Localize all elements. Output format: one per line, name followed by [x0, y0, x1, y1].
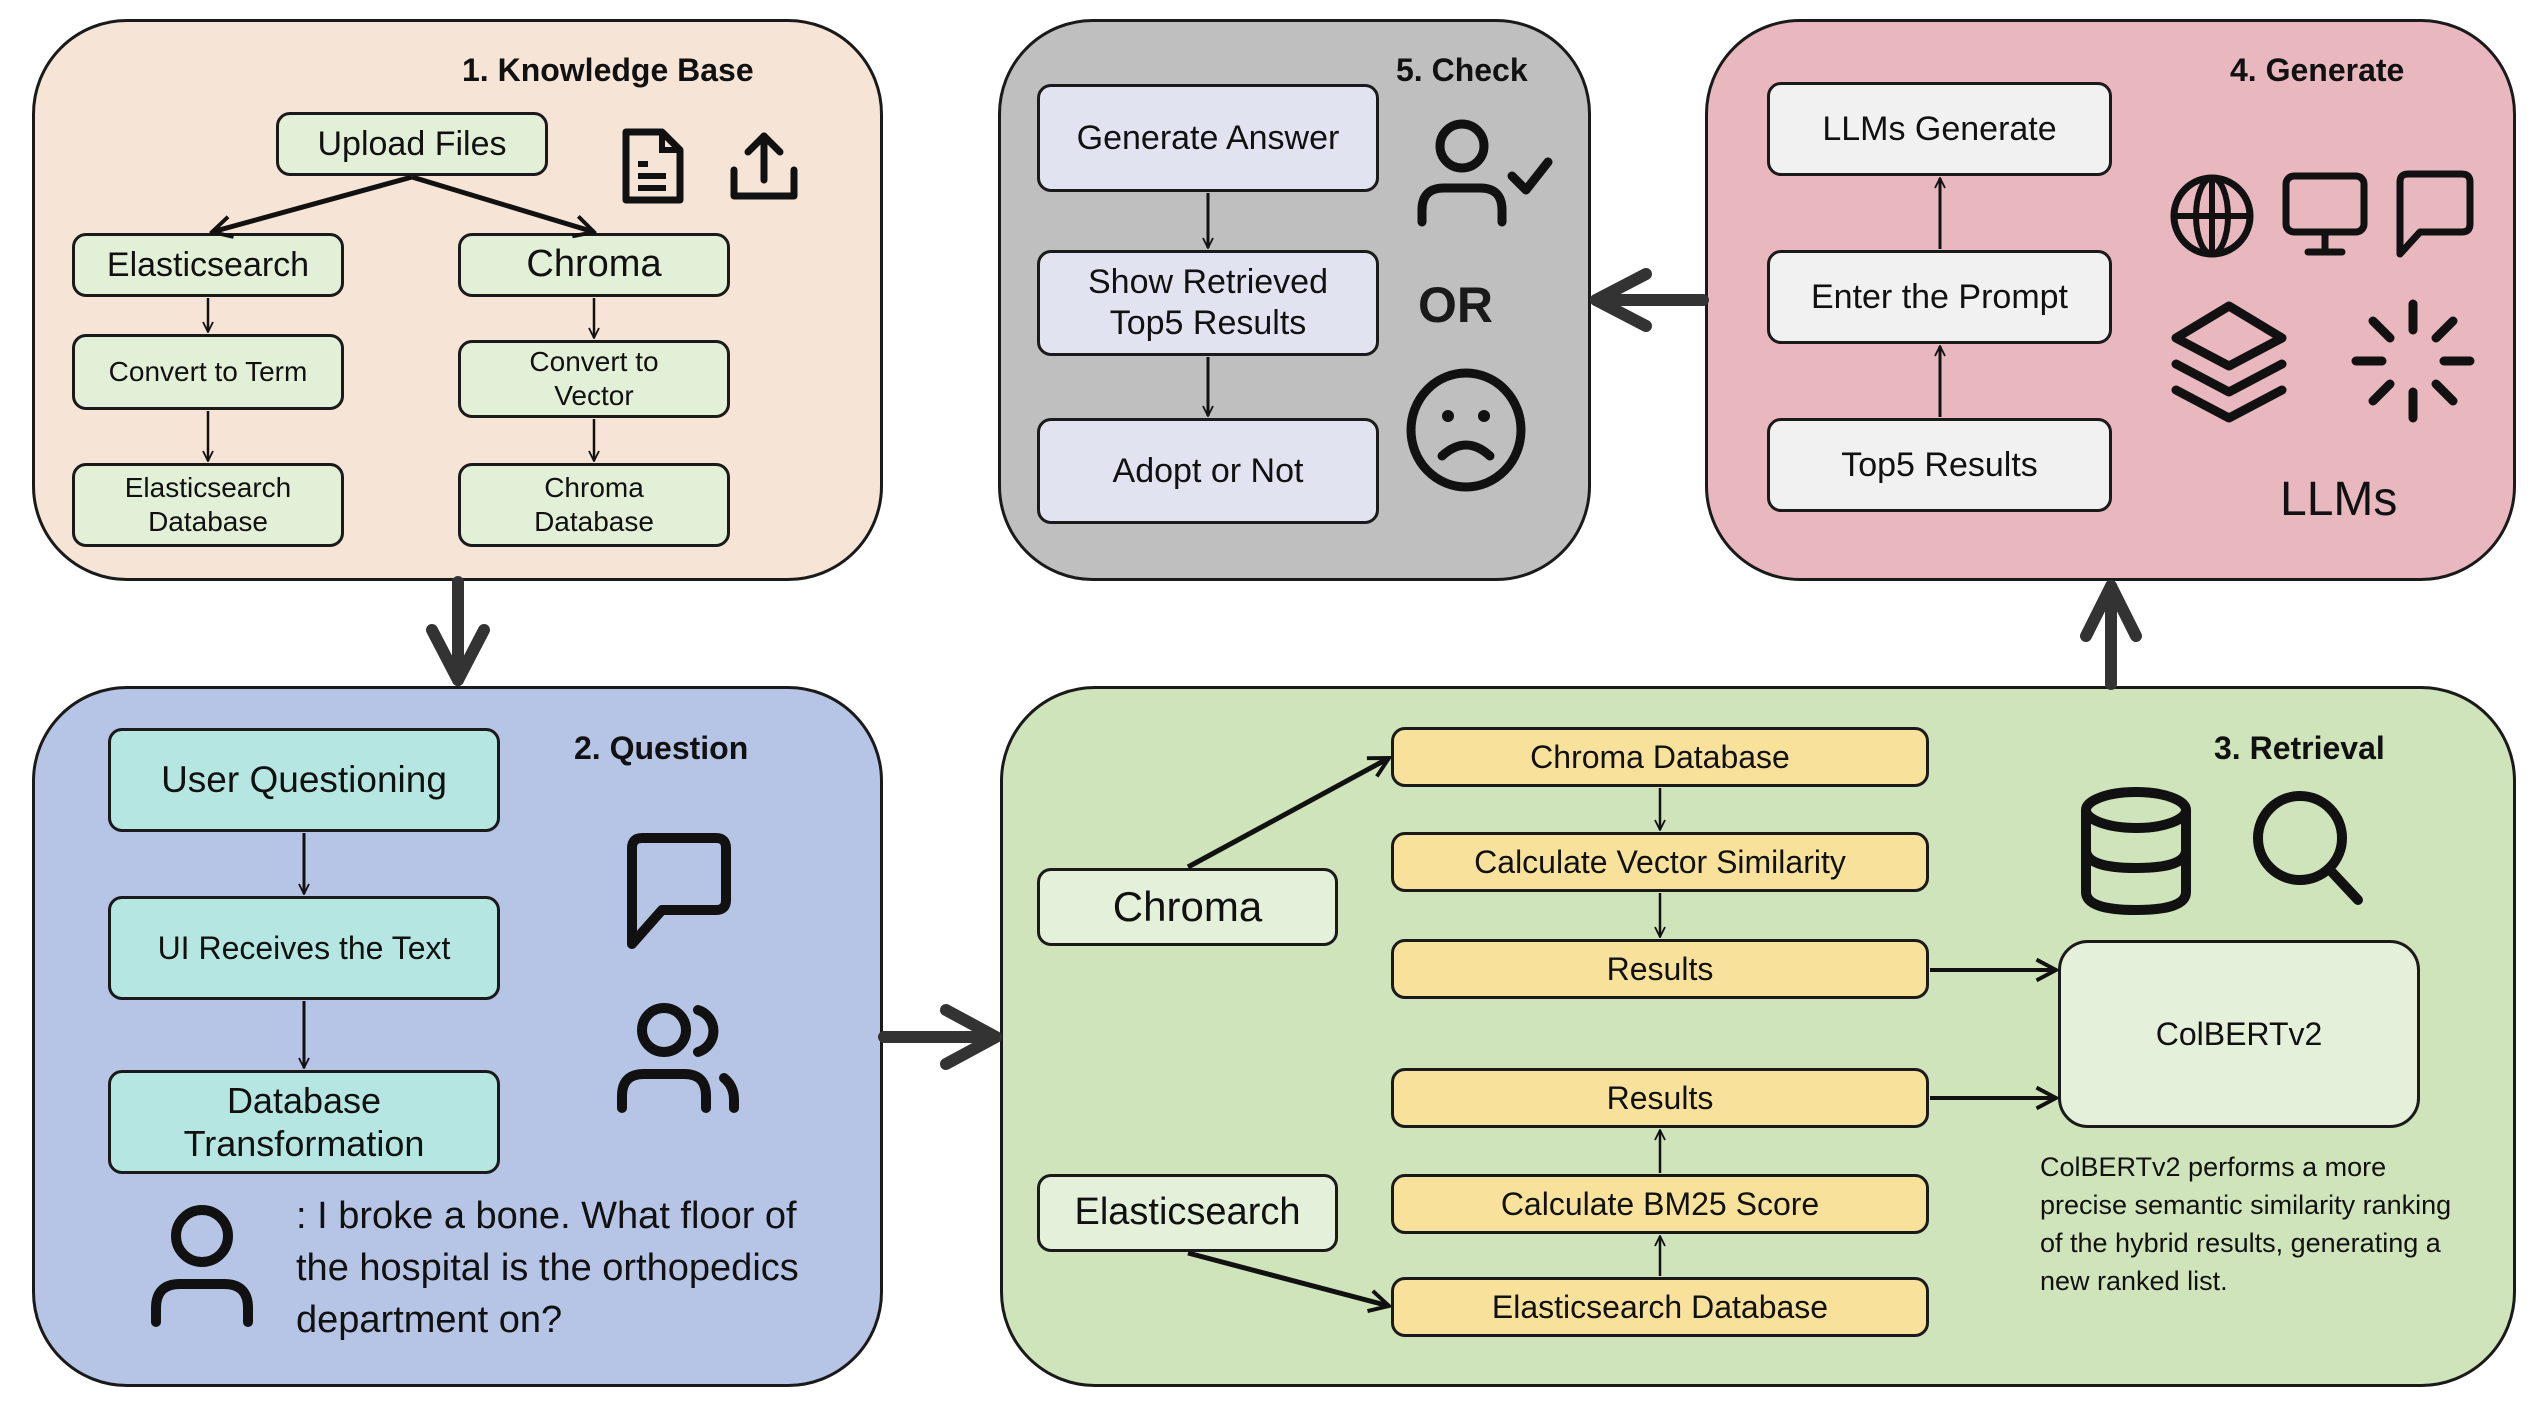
search-icon	[2253, 791, 2363, 905]
chat-bubble-icon	[627, 833, 731, 949]
user-icon	[151, 1205, 253, 1327]
upload-files-box: Upload Files	[276, 112, 548, 176]
adopt-or-not-box: Adopt or Not	[1037, 418, 1379, 524]
question-title: 2. Question	[574, 730, 749, 766]
llms-label: LLMs	[2280, 473, 2398, 526]
enter-the-prompt-box: Enter the Prompt	[1767, 250, 2112, 344]
chroma-database-box: Chroma Database	[458, 463, 730, 547]
layers-icon	[2171, 301, 2287, 423]
ui-receives-text-box: UI Receives the Text	[108, 896, 500, 1000]
users-icon	[617, 1003, 739, 1113]
bm25-score-step: Calculate BM25 Score	[1391, 1174, 1929, 1234]
arrow-generate-to-check	[1590, 268, 1709, 332]
user-questioning-box: User Questioning	[108, 728, 500, 832]
show-retrieved-top5-box: Show Retrieved Top5 Results	[1037, 250, 1379, 356]
or-label: OR	[1418, 277, 1493, 333]
arrow-retrieval-to-generate	[2080, 580, 2142, 690]
colbertv2-note: ColBERTv2 performs a more precise semant…	[2040, 1152, 2452, 1296]
colbertv2-box: ColBERTv2	[2058, 940, 2420, 1128]
convert-to-vector-box: Convert to Vector	[458, 340, 730, 418]
chroma-database-step: Chroma Database	[1391, 727, 1929, 787]
source-elasticsearch-box: Elasticsearch	[1037, 1174, 1338, 1252]
chroma-results-step: Results	[1391, 939, 1929, 999]
elasticsearch-box: Elasticsearch	[72, 233, 344, 297]
arrow-question-to-retrieval	[878, 1004, 1002, 1070]
llms-generate-box: LLMs Generate	[1767, 82, 2112, 176]
knowledge-base-title: 1. Knowledge Base	[462, 52, 754, 88]
top5-results-box: Top5 Results	[1767, 418, 2112, 512]
convert-to-term-box: Convert to Term	[72, 334, 344, 410]
es-database-step: Elasticsearch Database	[1391, 1277, 1929, 1337]
user-query-text: : I broke a bone. What floor of the hosp…	[296, 1195, 799, 1341]
source-chroma-box: Chroma	[1037, 868, 1338, 946]
es-results-step: Results	[1391, 1068, 1929, 1128]
database-transformation-box: Database Transformation	[108, 1070, 500, 1174]
user-check-icon	[1417, 119, 1553, 227]
retrieval-title: 3. Retrieval	[2214, 730, 2385, 766]
chat-bubble-icon	[2396, 170, 2474, 258]
monitor-icon	[2282, 172, 2368, 256]
upload-icon	[730, 132, 798, 200]
database-icon	[2081, 787, 2191, 916]
arrow-kb-to-question	[426, 576, 490, 686]
check-title: 5. Check	[1396, 52, 1528, 88]
document-icon	[622, 128, 684, 204]
globe-icon	[2170, 174, 2254, 258]
chroma-box: Chroma	[458, 233, 730, 297]
generate-title: 4. Generate	[2230, 52, 2405, 88]
vector-similarity-step: Calculate Vector Similarity	[1391, 832, 1929, 892]
generate-answer-box: Generate Answer	[1037, 84, 1379, 192]
elasticsearch-database-box: Elasticsearch Database	[72, 463, 344, 547]
loader-icon	[2351, 299, 2475, 423]
sad-face-icon	[1406, 368, 1526, 492]
